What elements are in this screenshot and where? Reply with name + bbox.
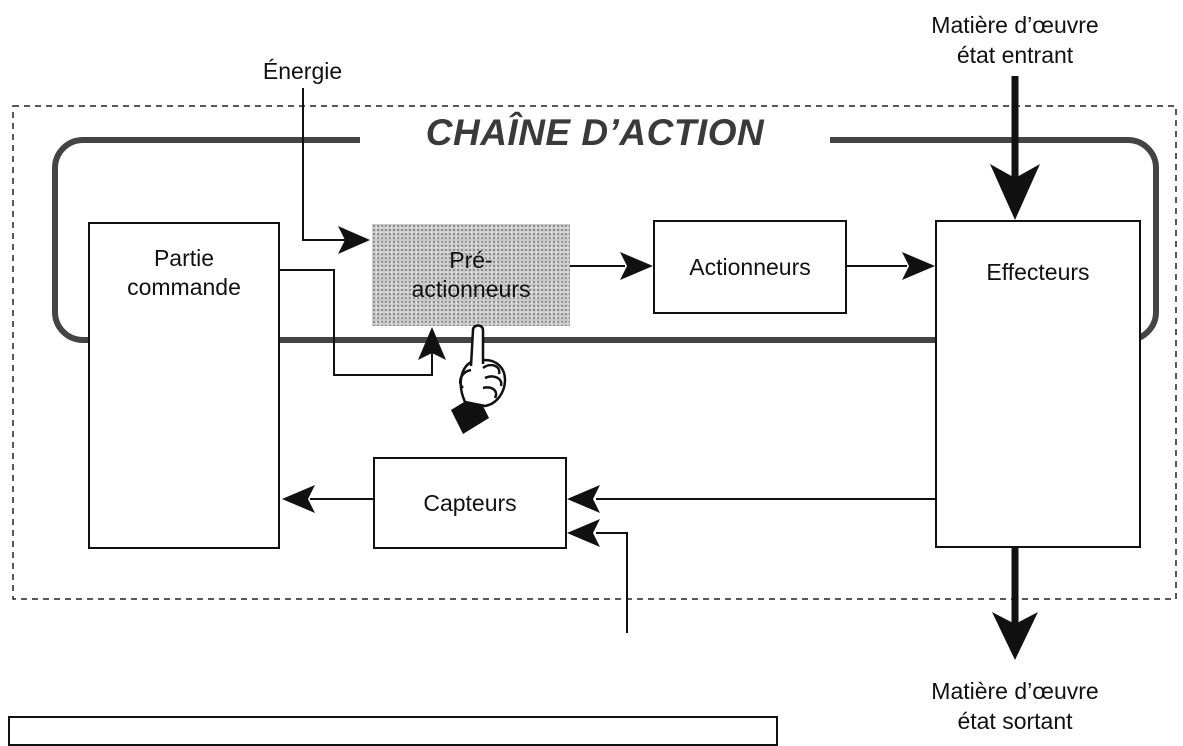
material-in-label: Matière d’œuvre état entrant	[885, 10, 1145, 70]
cropped-note-frame	[8, 716, 778, 746]
pre-to-actuator-arrowhead	[620, 252, 653, 280]
material-out-label: Matière d’œuvre état sortant	[885, 676, 1145, 736]
effector-to-sensor-arrowhead	[567, 485, 600, 513]
external-info-line	[596, 532, 628, 633]
effectors-block: Effecteurs	[935, 220, 1141, 548]
control-unit-line2: commande	[127, 274, 241, 300]
preactuators-block: Pré- actionneurs	[372, 224, 570, 326]
preactuators-line1: Pré-	[449, 247, 493, 273]
sensor-to-control-arrowhead	[282, 485, 315, 513]
actuator-to-effector-arrowhead	[902, 252, 935, 280]
preactuators-line2: actionneurs	[411, 276, 531, 302]
order-arrowhead	[418, 327, 446, 360]
system-boundary	[12, 105, 1177, 600]
external-info-arrowhead	[567, 519, 600, 547]
material-out-arrowhead	[992, 612, 1038, 660]
material-in-arrowhead	[990, 164, 1040, 220]
order-line	[280, 269, 433, 376]
material-in-line2: état entrant	[956, 42, 1074, 68]
control-unit-block: Partie commande	[88, 222, 280, 549]
energy-line	[302, 88, 345, 241]
material-out-line1: Matière d’œuvre	[931, 678, 1099, 704]
chain-title: CHAÎNE D’ACTION	[360, 112, 830, 154]
sensors-block: Capteurs	[373, 457, 567, 549]
effectors-label: Effecteurs	[986, 259, 1090, 285]
material-out-line2: état sortant	[957, 708, 1073, 734]
material-in-line1: Matière d’œuvre	[931, 12, 1099, 38]
actuators-label: Actionneurs	[689, 253, 811, 280]
pointing-hand-icon	[451, 324, 507, 434]
control-unit-line1: Partie	[153, 245, 215, 271]
actuators-block: Actionneurs	[653, 220, 847, 314]
energy-arrowhead	[338, 226, 370, 254]
energy-label: Énergie	[245, 56, 360, 86]
sensors-label: Capteurs	[423, 489, 517, 516]
energy-text: Énergie	[262, 58, 343, 84]
